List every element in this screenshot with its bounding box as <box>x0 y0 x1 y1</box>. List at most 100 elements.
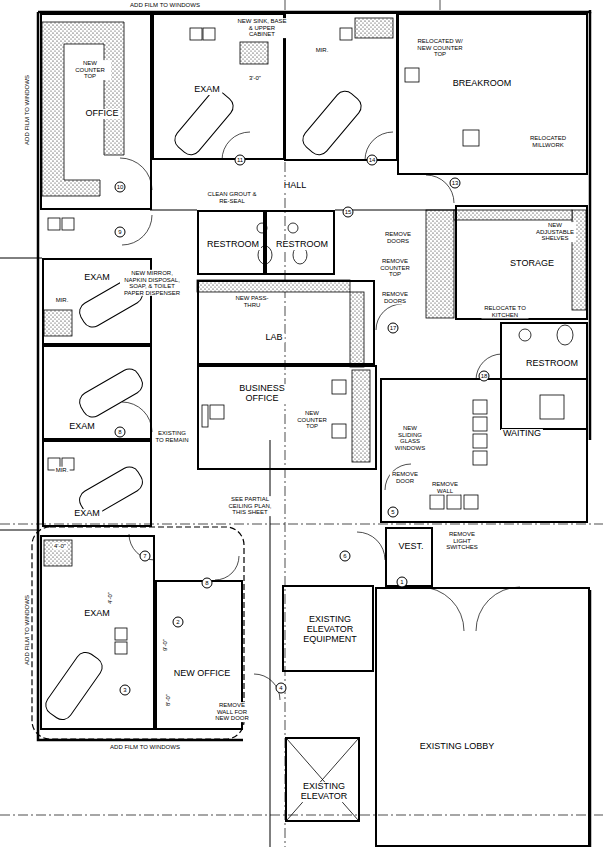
counter <box>44 540 72 566</box>
callout-number: 7 <box>140 551 151 562</box>
callout-number: 8 <box>115 427 126 438</box>
plan-note: SEE PARTIAL CEILING PLAN, THIS SHEET <box>223 496 277 516</box>
callout-number: 5 <box>388 507 399 518</box>
dimension: 3'-0" <box>248 75 262 82</box>
callout-number: 3 <box>120 685 131 696</box>
fixture <box>288 223 298 233</box>
exam-table <box>171 87 237 159</box>
grid-line <box>440 0 441 12</box>
room-name: RESTROOM <box>205 240 261 250</box>
room-name: WAITING <box>501 429 543 439</box>
callout-number: 15 <box>343 207 354 218</box>
exam-room-wall <box>285 13 397 160</box>
counter <box>355 18 393 38</box>
plan-note: ADD FILM TO WINDOWS <box>24 74 31 146</box>
room-name: EXISTING ELEVATOR EQUIPMENT <box>299 615 361 645</box>
door <box>357 532 385 560</box>
door <box>420 587 464 631</box>
room-name: HALL <box>282 181 309 191</box>
exterior-wall <box>38 10 590 847</box>
grid-line <box>0 524 603 525</box>
exam-table <box>299 87 365 159</box>
counter <box>426 210 454 318</box>
exterior-wall <box>38 10 590 12</box>
room: HALL <box>150 160 450 210</box>
room-name: BUSINESS OFFICE <box>231 384 293 404</box>
callout-number: 11 <box>235 155 246 166</box>
dimension: 9'-0" <box>162 638 169 652</box>
room-name: EXAM <box>82 273 112 283</box>
counter <box>42 18 586 566</box>
room-name: EXAM <box>67 422 97 432</box>
counter <box>240 42 268 64</box>
door <box>120 132 520 700</box>
plan-note: REMOVE LIGHT SWITCHES <box>444 531 480 551</box>
wall <box>150 210 197 211</box>
exterior-wall <box>38 12 243 740</box>
exam-room-wall <box>285 13 397 160</box>
chair <box>115 628 127 640</box>
room-name: RESTROOM <box>524 359 580 369</box>
chair <box>340 28 352 40</box>
callout-number: 8 <box>202 578 213 589</box>
room-name: LAB <box>263 333 284 343</box>
room: EXISTING ELEVATOR EQUIPMENT <box>282 585 374 672</box>
callout-number: 4 <box>276 683 287 694</box>
elevator-mark <box>287 739 358 820</box>
chair <box>473 451 487 465</box>
fixture <box>463 130 479 146</box>
fixture <box>557 325 573 345</box>
elevator-mark <box>287 739 358 820</box>
counter <box>454 210 572 220</box>
door <box>122 215 152 245</box>
plan-note: NEW COUNTER TOP <box>294 410 330 430</box>
room: OFFICE <box>40 13 152 210</box>
room-name: RESTROOM <box>274 240 330 250</box>
room-name: EXAM <box>82 609 112 619</box>
room: VEST. <box>385 527 433 587</box>
room: EXISTING ELEVATOR <box>285 737 360 822</box>
wall <box>0 258 42 259</box>
chair <box>473 400 487 414</box>
chair <box>48 28 487 654</box>
plan-note: NEW PASS-THRU <box>231 295 273 308</box>
callout-number: 18 <box>479 371 490 382</box>
room: LAB <box>197 280 375 365</box>
counter <box>350 292 364 367</box>
dimension: 4'-0" <box>53 543 67 550</box>
callout-number: 6 <box>340 551 351 562</box>
counter <box>352 370 370 462</box>
plan-note: MIR. <box>55 297 70 304</box>
ceiling-outline <box>32 527 244 739</box>
callout-number: 10 <box>115 182 126 193</box>
room: EXISTING LOBBY <box>375 587 590 847</box>
ceiling-outline <box>32 527 244 739</box>
exterior-wall <box>589 12 592 440</box>
counter <box>42 22 124 196</box>
chair <box>332 424 346 438</box>
exam-table <box>42 648 106 723</box>
exam-table <box>42 87 365 723</box>
chair <box>473 417 487 431</box>
plan-note: REMOVE DOORS <box>382 231 414 244</box>
plan-note: RELOCATED MILLWORK <box>525 135 572 148</box>
room-name: EXAM <box>72 509 102 519</box>
chair <box>430 495 444 509</box>
chair <box>62 218 74 230</box>
plan-note: NEW MIRROR, NAPKIN DISPOSAL, SOAP, & TOI… <box>120 270 184 296</box>
room-name: EXISTING LOBBY <box>418 742 497 752</box>
callout-number: 14 <box>367 155 378 166</box>
fixture <box>519 329 531 341</box>
plan-note: REMOVE DOOR <box>390 471 420 484</box>
fixture <box>202 405 208 427</box>
room: EXAM <box>42 345 152 440</box>
fixture <box>405 68 419 82</box>
chair <box>464 495 478 509</box>
chair <box>190 28 202 40</box>
chair <box>48 218 60 230</box>
callout-number: 2 <box>173 617 184 628</box>
room: RESTROOM <box>500 322 588 430</box>
room-name: BREAKROOM <box>451 79 514 89</box>
